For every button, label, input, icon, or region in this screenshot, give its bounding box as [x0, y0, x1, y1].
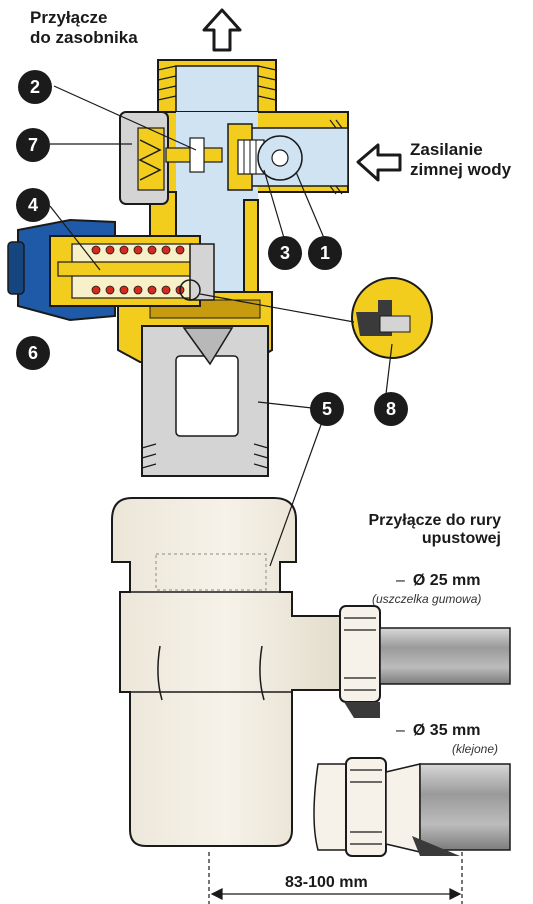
diameter-25-label: –Ø 25 mm — [396, 572, 481, 589]
cold-water-supply-line1: Zasilanie — [410, 140, 483, 159]
safety-valve-assembly — [7, 218, 215, 322]
arrow-left-outline-icon — [356, 143, 402, 182]
drain-pipe-connection-label: Przyłącze do rury upustowej — [369, 512, 502, 549]
diameter-25-note: (uszczelka gumowa) — [372, 592, 482, 606]
callout-4: 4 — [16, 188, 50, 222]
arrow-up-outline-icon — [202, 8, 242, 52]
diameter-35-value: Ø 35 mm — [412, 722, 481, 739]
leader-lines — [49, 85, 393, 567]
diameter-25-value: Ø 25 mm — [412, 572, 481, 589]
tank-connection-label: Przyłącze do zasobnika — [30, 8, 138, 47]
drain-funnel — [111, 497, 511, 857]
cold-water-supply-line2: zimnej wody — [410, 159, 512, 179]
callout-1: 1 — [308, 236, 342, 270]
tank-connection-line2: do zasobnika — [30, 27, 138, 47]
drain-pipe-line1: Przyłącze do rury — [368, 512, 502, 529]
diameter-35-note: (klejone) — [452, 742, 499, 756]
callout-6: 6 — [16, 336, 50, 370]
manual-release-cap — [119, 111, 223, 205]
callout-3: 3 — [268, 236, 302, 270]
dimension-label: 83-100 mm — [285, 874, 368, 891]
callout-7: 7 — [16, 128, 50, 162]
tank-connection-line1: Przyłącze — [30, 8, 108, 27]
drain-pipe-line2: upustowej — [421, 530, 501, 548]
brass-valve-body — [117, 59, 349, 363]
callout-5: 5 — [310, 392, 344, 426]
grey-outlet-nozzle — [141, 325, 269, 477]
dimension-line — [208, 852, 463, 904]
spring-coils — [91, 245, 185, 295]
diameter-35-label: –Ø 35 mm — [396, 722, 481, 739]
detail-magnifier — [179, 277, 433, 359]
cold-water-supply-label: Zasilanie zimnej wody — [410, 140, 511, 179]
callout-8: 8 — [374, 392, 408, 426]
callout-2: 2 — [18, 70, 52, 104]
